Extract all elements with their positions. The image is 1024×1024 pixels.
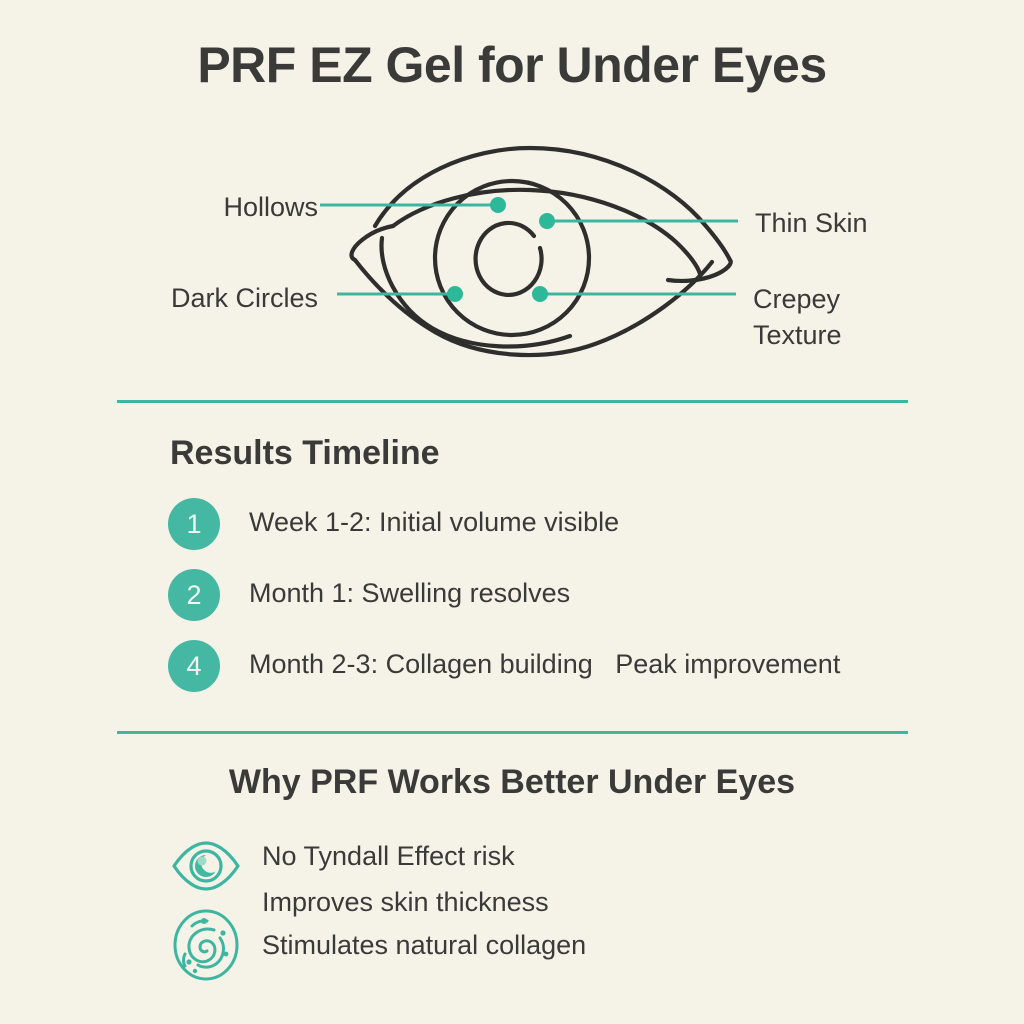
section-divider-top: [117, 400, 908, 403]
timeline-item: 1 Week 1-2: Initial volume visible: [168, 498, 968, 569]
dot-crepey-texture: [532, 286, 548, 302]
diagram-label-crepey-texture: Crepey Texture: [753, 284, 842, 350]
anatomy-diagram: [0, 130, 1024, 375]
timeline-step-badge: 2: [168, 569, 220, 621]
timeline-item-label: Week 1-2: Initial volume visible: [249, 507, 620, 537]
dot-dark-circles: [447, 286, 463, 302]
timeline-item-label: Month 2-3: Collagen building Peak improv…: [249, 649, 841, 679]
section-divider-bottom: [117, 731, 908, 734]
diagram-label-hollows: Hollows: [223, 192, 318, 222]
benefit-label: Improves skin thickness: [262, 887, 549, 917]
timeline-item: 4 Month 2-3: Collagen building Peak impr…: [168, 640, 968, 711]
timeline-heading: Results Timeline: [170, 434, 440, 472]
timeline-item-label: Month 1: Swelling resolves: [249, 578, 571, 608]
cell-swirl-icon: [170, 908, 242, 987]
eye-line-art: [320, 145, 738, 358]
timeline-item: 2 Month 1: Swelling resolves: [168, 569, 968, 640]
diagram-label-dark-circles: Dark Circles: [170, 283, 318, 313]
anchor-dots: [447, 197, 555, 302]
dot-hollows: [490, 197, 506, 213]
benefit-label: Stimulates natural collagen: [262, 930, 587, 960]
page-title: PRF EZ Gel for Under Eyes: [197, 37, 827, 93]
connector-lines: [320, 203, 738, 296]
benefit-label: No Tyndall Effect risk: [262, 841, 515, 871]
timeline-step-badge: 4: [168, 640, 220, 692]
timeline-list: 1 Week 1-2: Initial volume visible 2 Mon…: [168, 498, 968, 711]
eye-icon: [168, 838, 244, 899]
diagram-label-thin-skin: Thin Skin: [755, 208, 868, 238]
why-section-heading: Why PRF Works Better Under Eyes: [228, 763, 796, 801]
timeline-step-badge: 1: [168, 498, 220, 550]
dot-thin-skin: [539, 213, 555, 229]
